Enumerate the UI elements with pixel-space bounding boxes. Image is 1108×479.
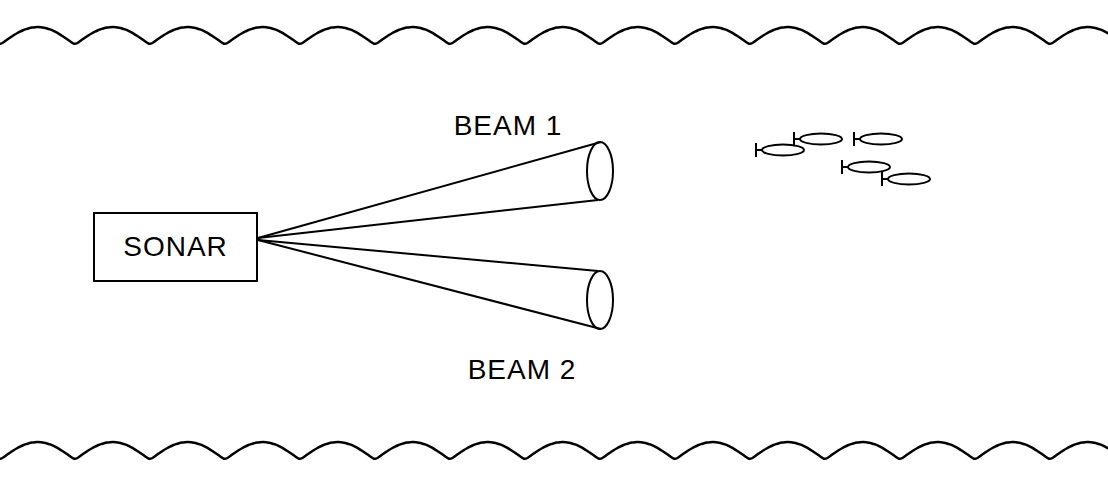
beam-end xyxy=(587,142,613,200)
fish-body xyxy=(888,174,930,185)
sonar-box: SONAR xyxy=(93,212,258,282)
fish xyxy=(794,132,842,146)
fish xyxy=(842,160,890,174)
beam-edge xyxy=(258,240,598,271)
fish xyxy=(756,143,804,157)
fish-body xyxy=(860,134,902,145)
water-surface xyxy=(0,27,1108,44)
beam-end xyxy=(587,271,613,329)
fish-body xyxy=(762,145,804,156)
fish xyxy=(882,172,930,186)
beam-edge xyxy=(258,240,601,329)
beam-label: BEAM 2 xyxy=(468,355,577,386)
beam-label: BEAM 1 xyxy=(454,111,563,142)
box-label: SONAR xyxy=(123,232,228,263)
beam-edge xyxy=(258,200,598,238)
sea-floor xyxy=(0,442,1108,459)
fish xyxy=(854,132,902,146)
beam-edge xyxy=(258,142,601,238)
fish-body xyxy=(848,162,890,173)
fish-body xyxy=(800,134,842,145)
